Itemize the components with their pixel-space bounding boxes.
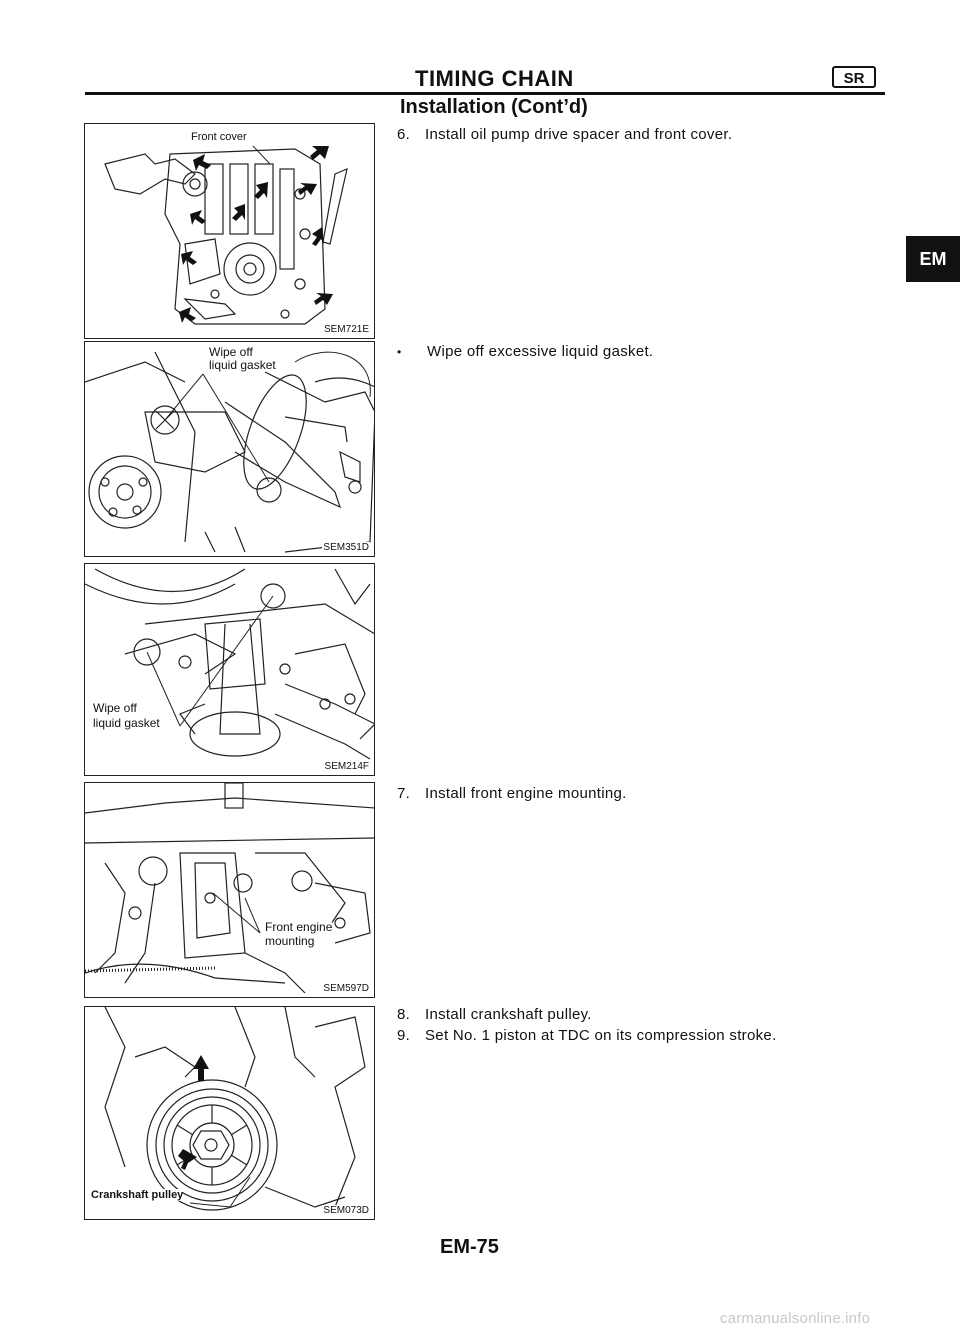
step-number: 7. (397, 785, 411, 802)
section-tab-em: EM (906, 236, 960, 282)
figure-front-cover: Front cover SEM721E (84, 123, 375, 339)
figure-code: SEM721E (322, 324, 370, 335)
front-cover-illustration (104, 145, 348, 325)
page-number: EM-75 (440, 1236, 499, 1258)
step-6: 6. Install oil pump drive spacer and fron… (397, 126, 732, 143)
page-title: TIMING CHAIN (415, 66, 574, 91)
bullet-icon: • (397, 345, 402, 359)
figure-code: SEM351D (322, 542, 370, 553)
front-engine-label: Front engine (265, 920, 333, 934)
step-number: 8. (397, 1006, 411, 1023)
wipe-off-label: Wipe off (209, 345, 253, 359)
front-cover-label: Front cover (191, 131, 247, 143)
step-9: 9. Set No. 1 piston at TDC on its compres… (397, 1027, 777, 1044)
step-text: Install crankshaft pulley. (425, 1006, 592, 1023)
step-bullet-wipe: • Wipe off excessive liquid gasket. (397, 343, 653, 360)
step-8: 8. Install crankshaft pulley. (397, 1006, 592, 1023)
liquid-gasket-label: liquid gasket (209, 358, 276, 372)
figure-code: SEM214F (323, 761, 370, 772)
figure-crankshaft-pulley: Crankshaft pulley SEM073D (84, 1006, 375, 1220)
header-rule (85, 92, 885, 95)
crankshaft-pulley-illustration (104, 1007, 366, 1211)
liquid-gasket-label: liquid gasket (93, 716, 160, 730)
section-subtitle: Installation (Cont’d) (400, 96, 588, 118)
engine-mounting-illustration (85, 783, 374, 994)
oil-pan-gasket-illustration (85, 568, 374, 760)
step-text: Install front engine mounting. (425, 785, 627, 802)
step-number: 9. (397, 1027, 411, 1044)
figure-wipe-gasket-1: Wipe off liquid gasket SEM351D (84, 341, 375, 557)
step-text: Wipe off excessive liquid gasket. (427, 343, 654, 360)
step-number: 6. (397, 126, 411, 143)
mounting-label: mounting (265, 934, 315, 948)
step-text: Install oil pump drive spacer and front … (425, 126, 733, 143)
engine-code-badge: SR (832, 66, 876, 88)
figure-code: SEM597D (322, 983, 370, 994)
step-7: 7. Install front engine mounting. (397, 785, 627, 802)
step-text: Set No. 1 piston at TDC on its compressi… (425, 1027, 777, 1044)
wipe-off-label: Wipe off (93, 701, 137, 715)
figure-front-engine-mounting: Front engine mounting SEM597D (84, 782, 375, 998)
watermark: carmanualsonline.info (720, 1310, 871, 1327)
crankshaft-pulley-label: Crankshaft pulley (91, 1189, 184, 1201)
figure-code: SEM073D (322, 1205, 370, 1216)
chain-gasket-illustration (85, 351, 374, 553)
figure-wipe-gasket-2: Wipe off liquid gasket SEM214F (84, 563, 375, 776)
